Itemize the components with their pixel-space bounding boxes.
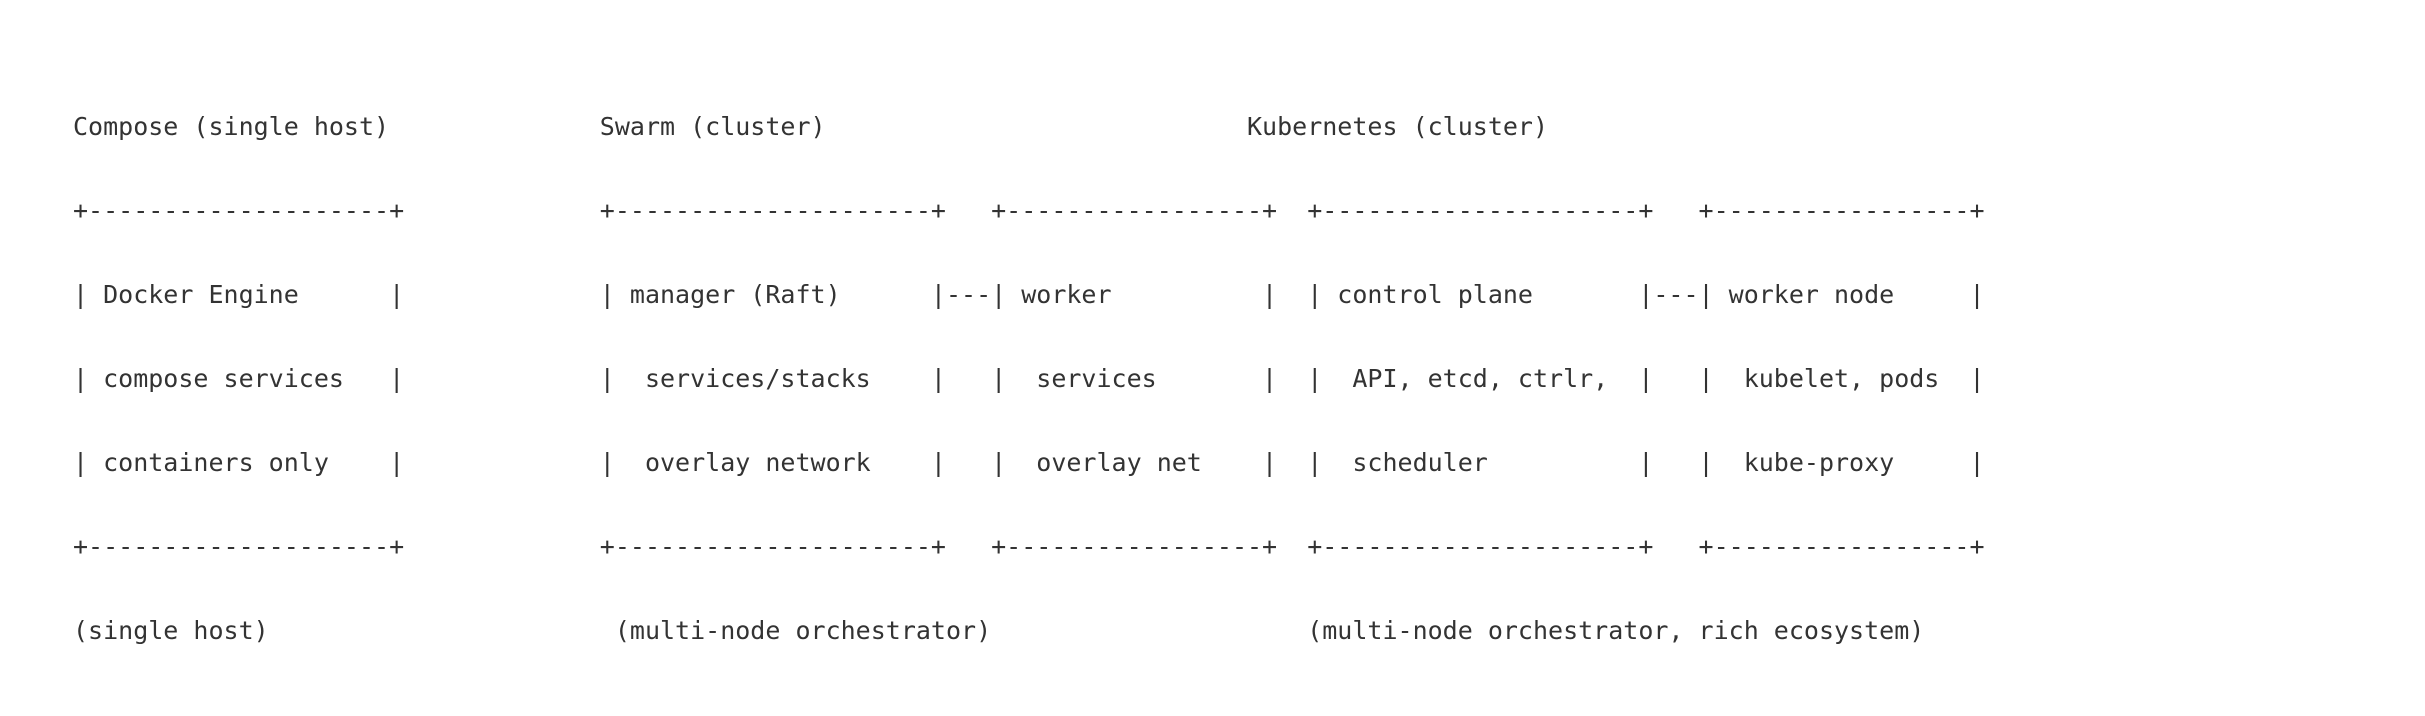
diagram-line-box-row-1: | Docker Engine | | manager (Raft) |---|… xyxy=(73,280,1985,309)
diagram-line-section-titles: Compose (single host) Swarm (cluster) Ku… xyxy=(73,112,1549,141)
diagram-line-box-row-3: | containers only | | overlay network | … xyxy=(73,448,1985,477)
ascii-architecture-diagram: Compose (single host) Swarm (cluster) Ku… xyxy=(73,57,1985,673)
diagram-line-captions: (single host) (multi-node orchestrator) … xyxy=(73,616,1925,645)
diagram-line-box-bottom-borders: +--------------------+ +----------------… xyxy=(73,532,1985,561)
diagram-line-box-row-2: | compose services | | services/stacks |… xyxy=(73,364,1985,393)
diagram-line-box-top-borders: +--------------------+ +----------------… xyxy=(73,196,1985,225)
